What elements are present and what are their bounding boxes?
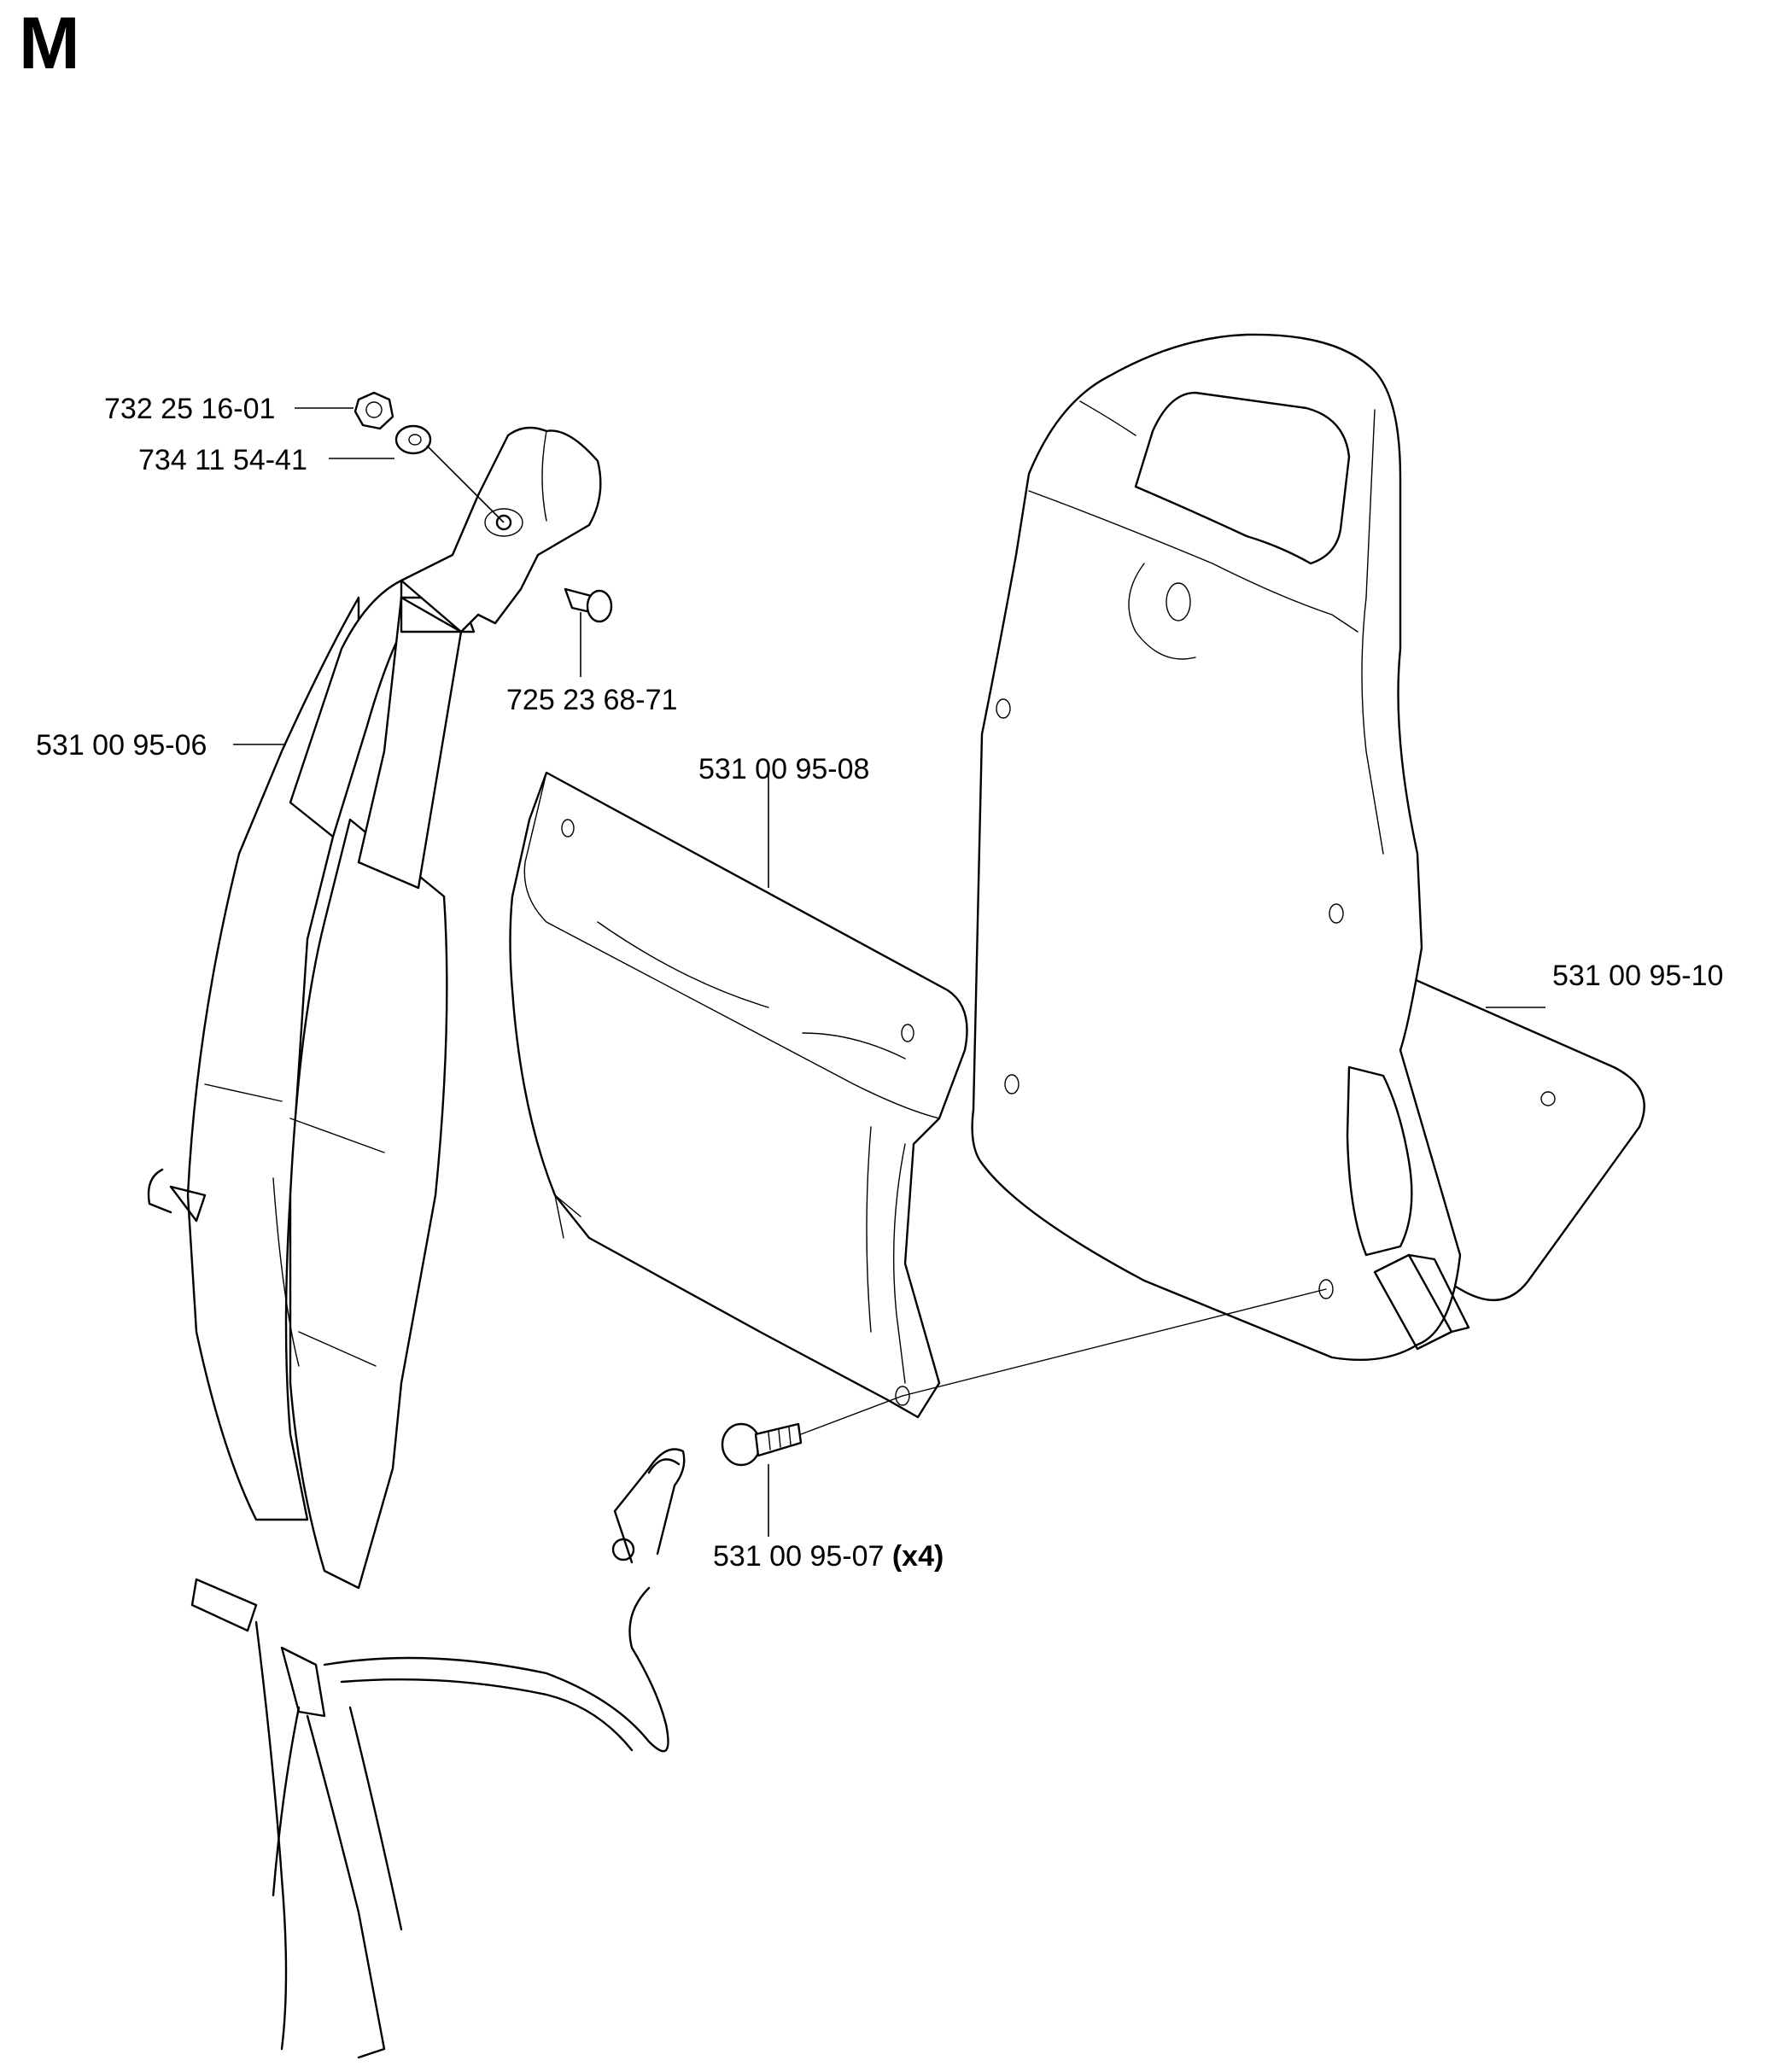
section-letter: M — [19, 3, 80, 85]
part-number: 725 23 68-71 — [506, 684, 678, 716]
part-number: 732 25 16-01 — [104, 393, 276, 425]
part-label-pad: 531 00 95-08 — [698, 755, 869, 784]
part-number: 531 00 95-10 — [1552, 960, 1724, 992]
part-number: 531 00 95-07 — [713, 1540, 885, 1573]
part-label-washer: 734 11 54-41 — [138, 446, 307, 475]
part-number: 531 00 95-08 — [698, 753, 870, 785]
part-number: 531 00 95-06 — [36, 729, 207, 762]
part-label-nut: 732 25 16-01 — [104, 394, 275, 423]
part-label-harness: 531 00 95-06 — [36, 731, 207, 760]
mounting-bracket-drawing — [400, 426, 602, 633]
leader-lines — [233, 407, 1545, 1537]
part-label-plate: 531 00 95-10 — [1552, 961, 1723, 990]
part-quantity: (x4) — [891, 1540, 944, 1573]
washer-drawing — [394, 424, 432, 455]
screw-drawing — [564, 587, 613, 623]
part-number: 734 11 54-41 — [138, 444, 307, 476]
part-label-screw: 725 23 68-71 — [506, 686, 677, 715]
rivet-drawing — [721, 1422, 803, 1467]
harness-drawing — [147, 579, 686, 2059]
cushion-pad-drawing — [509, 771, 968, 1419]
back-plate-drawing — [971, 333, 1645, 1362]
nut-drawing — [353, 391, 394, 430]
part-label-rivet: 531 00 95-07 (x4) — [713, 1542, 944, 1571]
